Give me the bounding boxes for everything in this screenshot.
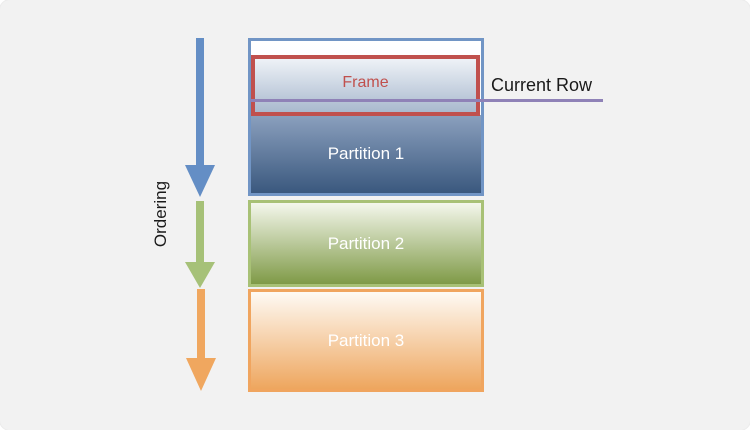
partition-3-label: Partition 3 — [327, 330, 405, 350]
ordering-arrow-partition3-head-icon — [186, 358, 216, 391]
partition-2-box: Partition 2 — [248, 200, 484, 287]
frame-box: Frame — [251, 55, 480, 116]
current-row-label: Current Row — [491, 75, 593, 95]
partition-1-label: Partition 1 — [327, 144, 405, 163]
current-row-line — [250, 99, 603, 102]
partition-2-label: Partition 2 — [327, 233, 405, 253]
partition-1-box: Partition 1 — [251, 115, 481, 193]
ordering-arrow-partition1-shaft — [196, 38, 204, 166]
ordering-arrow-partition2-shaft — [196, 201, 204, 263]
frame-label: Frame — [342, 73, 389, 91]
partition-3-box: Partition 3 — [248, 289, 484, 392]
ordering-axis-label: Ordering — [151, 180, 170, 248]
ordering-arrow-partition2-head-icon — [185, 262, 215, 288]
ordering-arrow-partition3-shaft — [197, 289, 205, 359]
ordering-arrow-partition1-head-icon — [185, 165, 215, 197]
